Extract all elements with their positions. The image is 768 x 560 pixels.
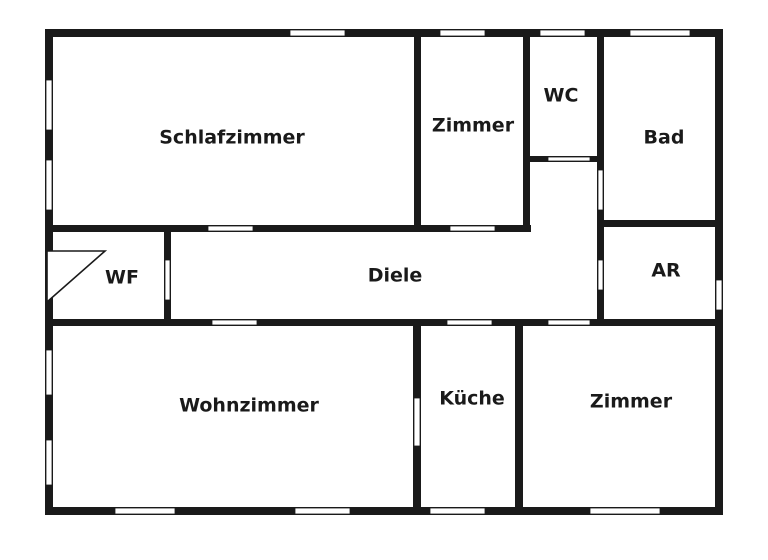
room-label-diele: Diele xyxy=(368,265,423,287)
room-label-schlafzimmer: Schlafzimmer xyxy=(159,127,305,149)
room-label-bad: Bad xyxy=(644,127,685,149)
room-label-kueche: Küche xyxy=(439,388,505,410)
room-label-ar: AR xyxy=(651,260,681,282)
windows xyxy=(45,29,723,515)
room-label-wc: WC xyxy=(544,85,579,107)
room-label-wf: WF xyxy=(105,267,139,289)
room-label-zimmer-bottom: Zimmer xyxy=(590,391,673,413)
room-label-wohnzimmer: Wohnzimmer xyxy=(179,395,319,417)
room-label-zimmer-top: Zimmer xyxy=(432,115,515,137)
wf-door-swing xyxy=(46,250,108,304)
